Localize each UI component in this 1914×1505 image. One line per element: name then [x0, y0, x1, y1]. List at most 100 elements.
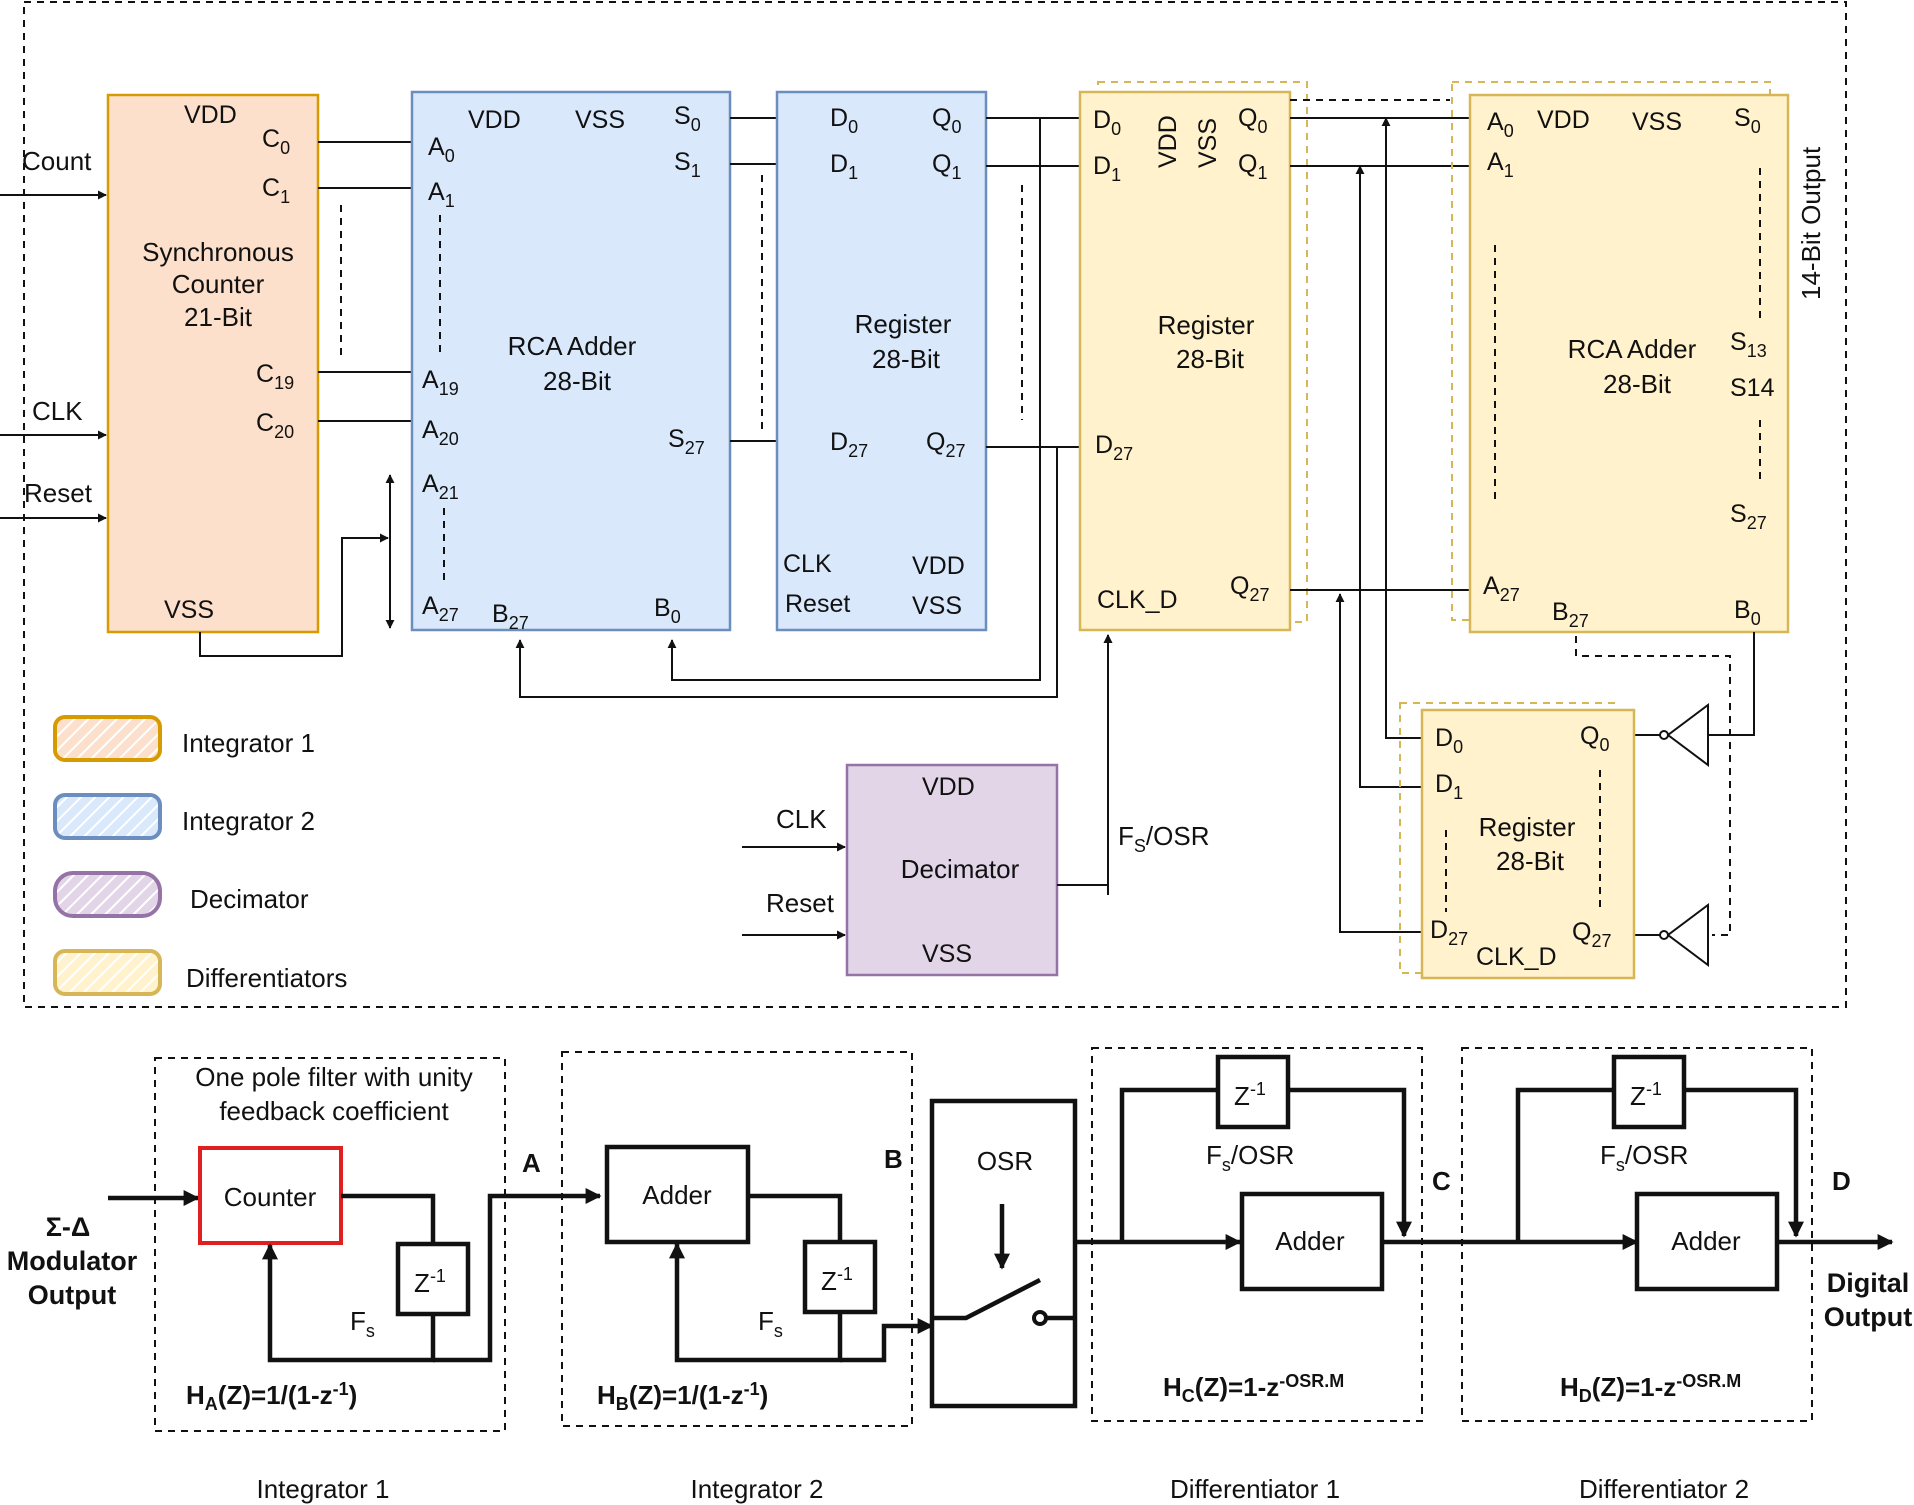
decimator-title: Decimator	[901, 854, 1020, 884]
register3-pin-q27: Q27	[1572, 918, 1611, 951]
differentiator-delay-wires	[1335, 117, 1755, 967]
decimator-vdd: VDD	[922, 773, 975, 801]
register2-pin-q1: Q1	[1238, 150, 1267, 183]
differentiator1-delay-label: Z-1	[1234, 1079, 1266, 1111]
integrator2-clock-label: Fs	[758, 1306, 783, 1341]
integrator1-stage: One pole filter with unity feedback coef…	[154, 1057, 506, 1504]
register2-box	[1078, 90, 1292, 632]
register-2-block: Register 28-Bit D0 D1 D27 Q0 Q1 Q27 VDD …	[1078, 81, 1450, 632]
register1-pin-d27: D27	[830, 428, 868, 461]
integrator1-caption-line1: One pole filter with unity	[195, 1062, 472, 1092]
integrator1-transfer-function: HA(Z)=1/(1-z-1)	[186, 1379, 357, 1414]
digital-output-line1: Digital	[1827, 1268, 1910, 1298]
differentiator1-clock-label: Fs/OSR	[1206, 1140, 1294, 1175]
differentiator1-adder-label: Adder	[1275, 1226, 1345, 1256]
modulator-input-line2: Modulator	[7, 1246, 138, 1276]
adder1-pin-s1: S1	[674, 148, 701, 181]
reset-input-label: Reset	[24, 478, 93, 508]
node-b-label: B	[884, 1144, 903, 1174]
register1-title-line2: 28-Bit	[872, 344, 941, 374]
register3-title-line1: Register	[1479, 812, 1576, 842]
register2-clk: CLK_D	[1097, 586, 1178, 614]
counter-label: Counter	[224, 1182, 317, 1212]
register2-title-line1: Register	[1158, 310, 1255, 340]
counter-pin-c0: C0	[262, 125, 290, 158]
register2-pin-q27: Q27	[1230, 572, 1269, 605]
adder1-pin-a0: A0	[428, 133, 455, 166]
differentiator1-stage-name: Differentiator 1	[1170, 1474, 1340, 1504]
register-1-block: Register 28-Bit D0 D1 D27 Q0 Q1 Q27 CLK …	[775, 90, 1023, 632]
register2-pin-d0: D0	[1093, 106, 1121, 139]
decimator-box	[845, 763, 1059, 977]
rca-adder-2-block: RCA Adder 28-Bit VDD VSS A0 A1 A27 B27 B…	[1451, 81, 1826, 634]
osr-label: OSR	[977, 1146, 1033, 1176]
register1-pin-q27: Q27	[926, 428, 965, 461]
register2-title-line2: 28-Bit	[1176, 344, 1245, 374]
integrator2-stage: Adder Z-1 Fs HB(Z)=1/(1-z-1) B Integrato…	[561, 1051, 913, 1504]
legend-swatch-integrator1	[53, 715, 162, 762]
adder2-title-line1: RCA Adder	[1568, 334, 1697, 364]
legend-label-integrator1: Integrator 1	[182, 728, 315, 758]
adder2-pin-s27: S27	[1730, 500, 1767, 533]
register1-pin-q1: Q1	[932, 150, 961, 183]
differentiator2-delay-label: Z-1	[1630, 1079, 1662, 1111]
node-d-label: D	[1832, 1166, 1851, 1196]
adder2-pin-s0: S0	[1734, 104, 1761, 137]
legend-swatch-integrator2	[53, 793, 162, 840]
integrator1-caption-line2: feedback coefficient	[219, 1096, 449, 1126]
counter-title-line1: Synchronous	[142, 237, 294, 267]
decimator-clk-label: CLK	[776, 804, 827, 834]
integrator2-adder-label: Adder	[642, 1180, 712, 1210]
adder2-pin-a0: A0	[1487, 108, 1514, 141]
adder2-pin-b0: B0	[1734, 596, 1761, 629]
adder2-pin-a1: A1	[1487, 148, 1514, 181]
adder2-pin-s14: S14	[1730, 374, 1775, 402]
adder2-title-line2: 28-Bit	[1603, 369, 1672, 399]
modulator-input-line1: Σ-Δ	[46, 1212, 91, 1242]
adder2-box	[1468, 93, 1790, 634]
register3-pin-d1: D1	[1435, 770, 1463, 803]
register1-reset: Reset	[785, 590, 850, 618]
decimator-switch-stage: OSR	[929, 1098, 1078, 1409]
adder1-title-line1: RCA Adder	[508, 331, 637, 361]
adder1-vdd: VDD	[468, 106, 521, 134]
integrator1-delay-label: Z-1	[414, 1266, 446, 1298]
adder1-pin-a20: A20	[422, 416, 459, 449]
register1-pin-d1: D1	[830, 150, 858, 183]
adder1-pin-a21: A21	[422, 470, 459, 503]
differentiator1-transfer-function: HC(Z)=1-z-OSR.M	[1163, 1371, 1344, 1406]
register3-pin-q0: Q0	[1580, 722, 1609, 755]
legend-swatch-decimator	[53, 871, 162, 918]
register1-pin-q0: Q0	[932, 104, 961, 137]
counter-title-line2: Counter	[172, 269, 265, 299]
counter-title-line3: 21-Bit	[184, 302, 253, 332]
adder1-pin-s27: S27	[668, 425, 705, 458]
integrator2-stage-name: Integrator 2	[691, 1474, 824, 1504]
rca-adder-1-block: RCA Adder 28-Bit VDD VSS A0 A1 A19 A20 A…	[410, 90, 732, 633]
register1-vdd: VDD	[912, 552, 965, 580]
decimator-reset-label: Reset	[766, 888, 835, 918]
adder2-pin-s13: S13	[1730, 328, 1767, 361]
integrator2-delay-label: Z-1	[821, 1264, 853, 1296]
register2-pin-q0: Q0	[1238, 104, 1267, 137]
legend-label-differentiators: Differentiators	[186, 963, 347, 993]
adder1-vss: VSS	[575, 106, 625, 134]
adder2-pin-a27: A27	[1483, 572, 1520, 605]
register3-clk: CLK_D	[1476, 943, 1557, 971]
register2-pin-d27: D27	[1095, 431, 1133, 464]
register3-title-line2: 28-Bit	[1496, 846, 1565, 876]
register-3-block: Register 28-Bit D0 D1 D27 Q0 Q27 CLK_D	[1399, 702, 1636, 980]
register1-clk: CLK	[783, 550, 832, 578]
count-input-label: Count	[22, 146, 92, 176]
modulator-input-line3: Output	[28, 1280, 116, 1310]
register1-pin-d0: D0	[830, 104, 858, 137]
adder1-box	[410, 90, 732, 632]
counter-pin-c20: C20	[256, 409, 294, 442]
synchronous-counter-block: Synchronous Counter 21-Bit VDD VSS C0 C1…	[0, 93, 342, 634]
register2-vss: VSS	[1194, 118, 1222, 168]
integrator1-stage-name: Integrator 1	[257, 1474, 390, 1504]
digital-output-line2: Output	[1824, 1302, 1912, 1332]
adder1-pin-a19: A19	[422, 366, 459, 399]
osr-decimator-block	[929, 1098, 1078, 1409]
decimator-block: VDD Decimator VSS CLK Reset FS/OSR	[742, 634, 1209, 977]
